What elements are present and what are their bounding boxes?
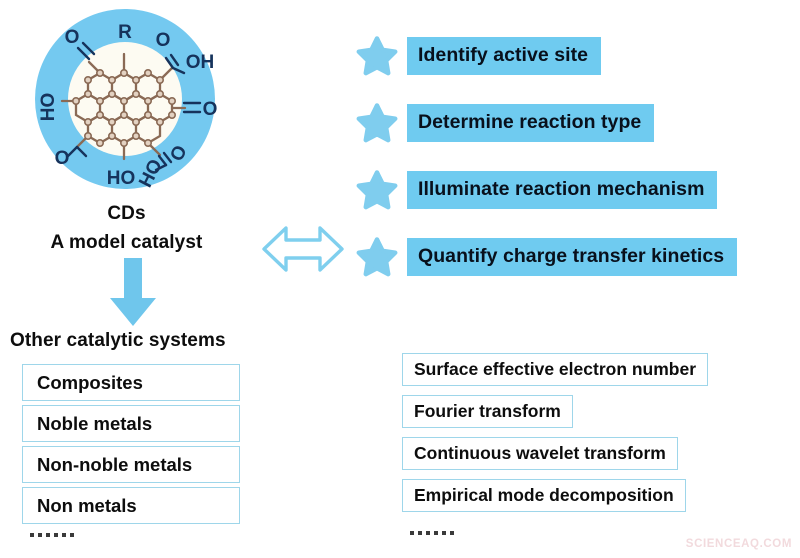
carbon-dots-particle: R O O OH HO O O HO HO O [32,6,218,192]
method-box-fourier-transform[interactable]: Fourier transform [402,395,573,428]
catalytic-system-box-non-metals[interactable]: Non metals [22,487,240,524]
catalytic-system-box-composites[interactable]: Composites [22,364,240,401]
substituent-R: R [118,22,132,43]
substituent-carboxyl-top-o: O [156,30,171,51]
down-arrow-icon [110,258,156,326]
down-arrow [104,258,162,328]
star-icon [356,237,398,277]
method-row: Fourier transform [402,395,708,437]
carbon-dots-svg: R O O OH HO O O HO HO O [35,9,218,191]
method-box-continuous-wavelet-transform[interactable]: Continuous wavelet transform [402,437,678,470]
model-catalyst-label: A model catalyst [50,232,203,253]
left-right-arrow [260,222,346,276]
substituent-carbonyl-right: O [203,99,218,120]
method-row: Continuous wavelet transform [402,437,708,479]
goal-row: Determine reaction type [356,99,796,147]
left-right-arrow-icon [262,226,344,272]
method-box-empirical-mode-decomposition[interactable]: Empirical mode decomposition [402,479,686,512]
methods-ellipsis [410,531,454,535]
catalytic-systems-ellipsis [30,533,74,537]
substituent-epoxy-lower-left: O [55,148,70,169]
lattice-atoms [71,68,177,148]
goal-banner-illuminate-reaction-mechanism[interactable]: Illuminate reaction mechanism [407,170,718,210]
star-icon [356,36,398,76]
substituent-ketone-left: O [65,27,80,48]
star-icon [356,170,398,210]
goal-row: Quantify charge transfer kinetics [356,233,796,281]
watermark: SCIENCEAQ.COM [685,538,792,550]
goal-banner-identify-active-site[interactable]: Identify active site [407,36,602,76]
substituent-hydroxyl-left: HO [38,93,59,122]
goals-list: Identify active site Determine reaction … [356,32,796,281]
cds-label: CDs [107,203,146,224]
method-row: Empirical mode decomposition [402,479,708,521]
substituent-carboxyl-top-oh: OH [186,52,215,73]
method-box-surface-effective-electron-number[interactable]: Surface effective electron number [402,353,709,386]
catalytic-systems-list: Composites Noble metals Non-noble metals… [22,364,240,528]
substituent-hydroxyl-bottom: HO [107,168,136,189]
catalytic-system-box-noble-metals[interactable]: Noble metals [22,405,240,442]
other-catalytic-systems-title: Other catalytic systems [10,330,226,351]
goal-banner-determine-reaction-type[interactable]: Determine reaction type [407,103,655,143]
double-bond-marks [66,41,202,172]
goal-row: Identify active site [356,32,796,80]
catalytic-system-box-non-noble-metals[interactable]: Non-noble metals [22,446,240,483]
goal-row: Illuminate reaction mechanism [356,166,796,214]
methods-list: Surface effective electron number Fourie… [402,353,709,521]
method-row: Surface effective electron number [402,353,709,395]
goal-banner-quantify-charge-transfer-kinetics[interactable]: Quantify charge transfer kinetics [407,237,738,277]
star-icon [356,103,398,143]
